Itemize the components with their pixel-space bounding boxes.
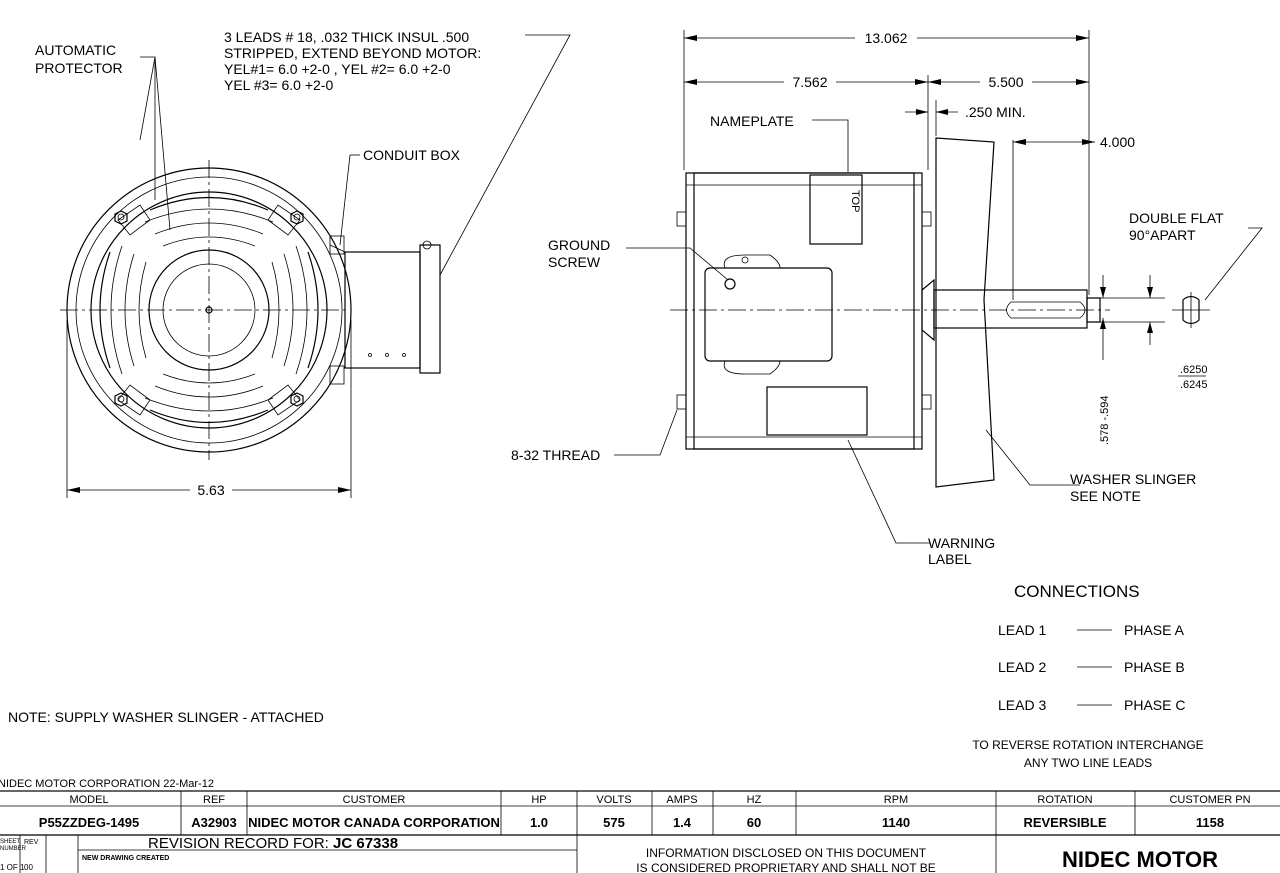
warning-label [766,386,868,436]
label-leads-4: YEL #3= 6.0 +2-0 [224,77,333,93]
reverse-note-2: ANY TWO LINE LEADS [1024,756,1152,770]
double-flat-section [1182,296,1200,324]
note-washer-slinger: NOTE: SUPPLY WASHER SLINGER - ATTACHED [8,709,324,725]
end-view: 5.63 [60,34,571,498]
motor-body [685,172,923,450]
label-nameplate: NAMEPLATE [710,113,794,129]
dim-shaft-dia-top: .6250 [1180,364,1208,376]
sheet-label-2: NUMBER [0,846,27,852]
th-customer-pn: CUSTOMER PN [1169,794,1250,806]
label-ground-screw-1: GROUND [548,237,610,253]
tv-customer: NIDEC MOTOR CANADA CORPORATION [248,815,500,830]
tv-rpm: 1140 [882,815,910,830]
reverse-note-1: TO REVERSE ROTATION INTERCHANGE [972,738,1203,752]
dim-overall: 13.062 [865,30,908,46]
label-warning-2: LABEL [928,551,972,567]
label-washer-slinger-2: SEE NOTE [1070,488,1141,504]
revision-entry: NEW DRAWING CREATED [82,855,169,862]
th-hz: HZ [747,794,762,806]
mounting-bosses [114,210,304,407]
conduit-box [329,235,441,385]
th-rpm: RPM [884,794,908,806]
washer-slinger [935,137,995,488]
connection-lead-1: LEAD 1 [998,622,1046,638]
connection-phase-3: PHASE C [1124,697,1185,713]
rev-value: 00 [24,863,33,872]
th-amps: AMPS [666,794,697,806]
tv-hz: 60 [747,815,761,830]
sheet-label-1: SHEET [0,839,20,845]
label-double-flat-1: DOUBLE FLAT [1129,210,1224,226]
dim-body: 7.562 [792,74,827,90]
connections: CONNECTIONS LEAD 1 PHASE A LEAD 2 PHASE … [972,582,1203,770]
th-model: MODEL [69,794,108,806]
label-ground-screw-2: SCREW [548,254,601,270]
tv-rotation: REVERSIBLE [1023,815,1106,830]
label-warning-1: WARNING [928,535,995,551]
nameplate [809,174,863,245]
th-rotation: ROTATION [1037,794,1092,806]
tv-hp: 1.0 [530,815,548,830]
rev-label: REV [24,839,39,846]
label-conduit-box: CONDUIT BOX [363,147,461,163]
dim-shaft-dia-bottom: .6245 [1180,379,1208,391]
title-block: NIDEC MOTOR CORPORATION 22-Mar-12 MODEL … [0,778,1280,873]
label-leads-1: 3 LEADS # 18, .032 THICK INSUL .500 [224,29,469,45]
connection-phase-2: PHASE B [1124,659,1185,675]
label-leads-3: YEL#1= 6.0 +2-0 , YEL #2= 6.0 +2-0 [224,61,451,77]
label-washer-slinger-1: WASHER SLINGER [1070,471,1196,487]
dim-flat: 4.000 [1100,134,1135,150]
company-name: NIDEC MOTOR [1062,847,1218,872]
th-ref: REF [203,794,225,806]
dim-diameter: 5.63 [197,482,224,498]
th-volts: VOLTS [596,794,631,806]
connection-phase-1: PHASE A [1124,622,1185,638]
tv-volts: 575 [603,815,625,830]
th-hp: HP [531,794,546,806]
label-automatic-protector-2: PROTECTOR [35,60,123,76]
sheet-value: 1 OF 1 [0,863,25,872]
corp-line: NIDEC MOTOR CORPORATION 22-Mar-12 [0,778,214,790]
label-thread: 8-32 THREAD [511,447,600,463]
ground-screw [724,278,736,290]
side-view: TOP 13.062 7.562 5.500 [614,30,1263,544]
connection-lead-3: LEAD 3 [998,697,1046,713]
proprietary-2: IS CONSIDERED PROPRIETARY AND SHALL NOT … [636,861,935,873]
tv-customer-pn: 1158 [1196,815,1224,830]
label-leads-2: STRIPPED, EXTEND BEYOND MOTOR: [224,45,481,61]
nameplate-top: TOP [849,190,861,212]
tv-model: P55ZZDEG-1495 [39,815,139,830]
connection-lead-2: LEAD 2 [998,659,1046,675]
dim-shaft: 5.500 [988,74,1023,90]
tv-ref: A32903 [191,815,237,830]
connections-title: CONNECTIONS [1014,582,1140,601]
dim-min: .250 MIN. [965,104,1026,120]
dim-flat-depth: .578 -.594 [1099,395,1111,445]
conduit-box-face [704,267,833,362]
label-double-flat-2: 90°APART [1129,227,1196,243]
label-automatic-protector-1: AUTOMATIC [35,42,116,58]
th-customer: CUSTOMER [343,794,406,806]
tv-amps: 1.4 [673,815,692,830]
proprietary-1: INFORMATION DISCLOSED ON THIS DOCUMENT [646,846,927,860]
revision-record: REVISION RECORD FOR: JC 67338 [148,835,398,852]
